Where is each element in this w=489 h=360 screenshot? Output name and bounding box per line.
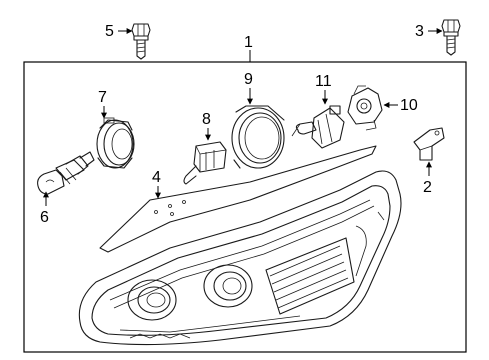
halogen-bulb [37, 151, 95, 195]
callout-label-10: 10 [400, 97, 418, 114]
callout-label-4: 4 [152, 169, 161, 186]
bolt-3 [441, 19, 461, 56]
callout-label-11: 11 [315, 73, 332, 90]
callout-4: 4 [152, 169, 161, 199]
callout-3: 3 [415, 23, 443, 40]
callout-label-1: 1 [244, 34, 253, 51]
mounting-bracket [413, 127, 445, 161]
callout-7: 7 [98, 89, 107, 119]
bulb-socket-ring [96, 117, 135, 169]
hid-igniter [183, 141, 227, 185]
callout-label-5: 5 [105, 23, 114, 40]
callout-1: 1 [244, 34, 253, 62]
callout-5: 5 [105, 23, 133, 40]
assembly-frame [23, 61, 467, 353]
callout-label-8: 8 [202, 111, 211, 128]
callout-8: 8 [202, 111, 211, 141]
callout-10: 10 [383, 97, 418, 114]
callout-2: 2 [423, 161, 432, 196]
callout-label-9: 9 [244, 71, 253, 88]
headlamp-housing [78, 170, 402, 346]
retaining-ring [231, 105, 285, 169]
callout-label-3: 3 [415, 23, 424, 40]
headlamp-cover-strip [99, 145, 377, 253]
callout-label-7: 7 [98, 89, 107, 106]
bolt-5 [131, 23, 151, 60]
callout-6: 6 [40, 191, 49, 226]
hid-bulb [291, 105, 345, 149]
socket-cap [347, 85, 383, 131]
callout-label-2: 2 [423, 179, 432, 196]
callout-9: 9 [244, 71, 253, 105]
callout-label-6: 6 [40, 209, 49, 226]
callout-11: 11 [315, 73, 332, 105]
